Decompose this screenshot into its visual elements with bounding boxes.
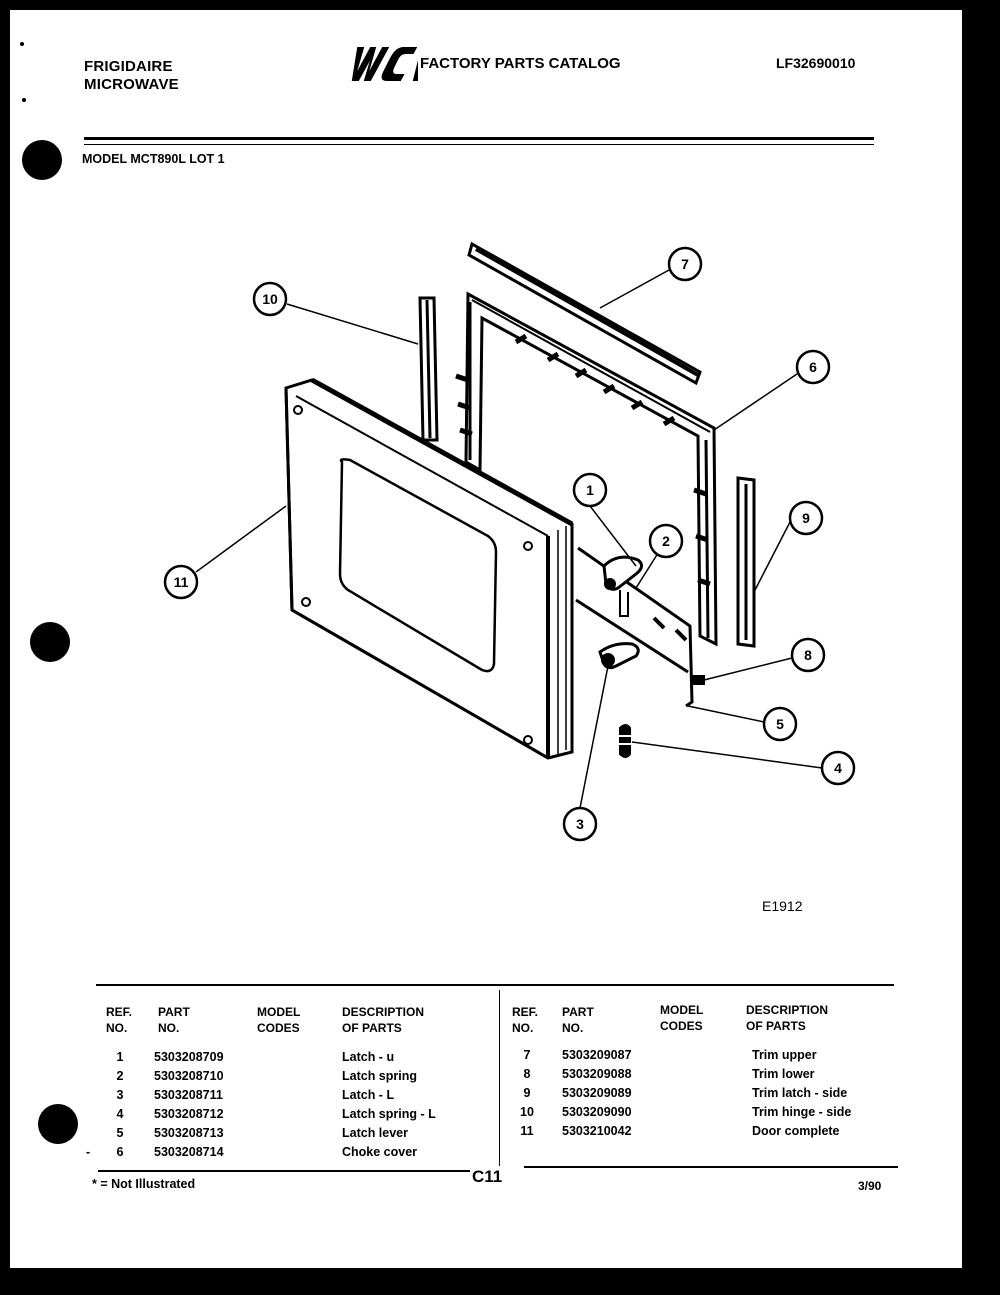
trim-latch-side-part	[736, 476, 756, 648]
svg-text:8: 8	[804, 647, 812, 663]
diagram-code: E1912	[762, 898, 803, 914]
latch-spring-l-part	[618, 724, 632, 758]
trim-lower-part	[691, 675, 705, 685]
ref-header-left: REF.NO.	[106, 1005, 133, 1035]
trim-hinge-side-part	[418, 296, 439, 442]
svg-text:9: 9	[802, 510, 810, 526]
latch-l-part	[598, 642, 640, 670]
callout-3: 3	[562, 806, 598, 842]
latch-u-part	[602, 555, 643, 591]
wci-logo	[351, 47, 418, 81]
table-bottom-rule-left	[98, 1170, 470, 1172]
svg-text:4: 4	[834, 760, 842, 776]
svg-text:1: 1	[586, 482, 594, 498]
callout-5: 5	[762, 706, 798, 742]
svg-text:11: 11	[174, 574, 189, 590]
table-top-rule	[96, 984, 894, 986]
callout-4: 4	[820, 750, 856, 786]
callout-7: 7	[667, 246, 703, 282]
leader-lines	[195, 269, 823, 809]
revision-date: 3/90	[858, 1179, 882, 1193]
callout-markers: 1 2 3 4 5 6 7 8 9 10 11	[163, 246, 856, 842]
page-number: C11	[472, 1167, 503, 1186]
product-line: MICROWAVE	[84, 76, 179, 93]
punch-hole	[30, 622, 70, 662]
header-rule-thin	[84, 144, 874, 145]
catalog-title: FACTORY PARTS CATALOG	[420, 55, 621, 72]
callout-1: 1	[572, 472, 608, 508]
choke-cover-part	[455, 291, 718, 647]
callout-2: 2	[648, 523, 684, 559]
svg-text:3: 3	[576, 816, 584, 832]
table-bottom-rule-right	[524, 1166, 898, 1168]
brand-name: FRIGIDAIRE	[84, 58, 173, 75]
callout-6: 6	[795, 349, 831, 385]
brand-block: FRIGIDAIRE MICROWAVE	[84, 58, 179, 94]
trim-upper-part	[467, 241, 702, 386]
speck	[22, 98, 26, 102]
callout-9: 9	[788, 500, 824, 536]
table-divider	[499, 990, 500, 1166]
callout-10: 10	[252, 281, 288, 317]
svg-text:2: 2	[662, 533, 670, 549]
punch-hole	[22, 140, 62, 180]
header-rule	[84, 137, 874, 140]
catalog-number: LF32690010	[776, 55, 856, 71]
svg-text:6: 6	[809, 359, 817, 375]
table-row-marker: -	[86, 1145, 91, 1159]
callout-11: 11	[163, 564, 199, 600]
speck	[20, 42, 24, 46]
door-complete-part	[284, 377, 574, 760]
svg-text:5: 5	[776, 716, 784, 732]
model-line: MODEL MCT890L LOT 1	[82, 152, 225, 166]
latch-lever-part	[575, 546, 694, 708]
not-illustrated-note: * = Not Illustrated	[92, 1177, 196, 1191]
svg-text:7: 7	[681, 256, 689, 272]
punch-hole	[38, 1104, 78, 1144]
ref-header-right: REF.NO.	[512, 1005, 539, 1035]
callout-8: 8	[790, 637, 826, 673]
svg-text:10: 10	[262, 291, 278, 307]
